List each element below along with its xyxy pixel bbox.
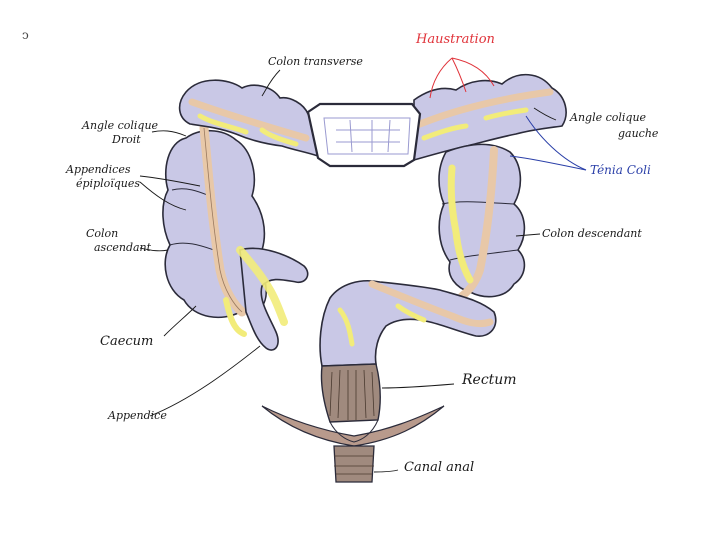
label-haustration: Haustration	[416, 32, 495, 47]
caecum	[223, 246, 309, 351]
colon-descendant	[438, 143, 526, 300]
label-colon-ascendant-2: ascendant	[94, 241, 152, 254]
leader-lines	[139, 69, 557, 473]
label-angle-colique-droit-2: Droit	[112, 133, 141, 146]
label-colon-descendant: Colon descendant	[542, 227, 642, 240]
label-caecum: Caecum	[100, 334, 154, 349]
haustration-leaders	[429, 57, 495, 99]
label-appendices-epiploiques-1: Appendices	[66, 163, 131, 176]
label-colon-ascendant-1: Colon	[86, 227, 119, 240]
label-canal-anal: Canal anal	[404, 460, 475, 475]
rectum	[261, 363, 445, 447]
label-colon-transverse: Colon transverse	[268, 55, 363, 68]
corner-mark: ↄ	[22, 28, 29, 42]
colon-sigmoide	[319, 280, 497, 367]
label-angle-colique-gauche-1: Angle colique	[570, 111, 647, 124]
label-tenia-coli: Ténia Coli	[590, 163, 651, 177]
label-appendice: Appendice	[108, 409, 167, 422]
colon-transverse	[178, 73, 567, 168]
canal-anal	[333, 445, 375, 483]
label-rectum: Rectum	[462, 372, 517, 388]
label-angle-colique-gauche-2: gauche	[618, 127, 659, 140]
tenia-coli-leaders	[509, 115, 587, 171]
colon-ascendant	[162, 123, 267, 319]
label-appendices-epiploiques-2: épiploïques	[76, 177, 141, 190]
label-angle-colique-droit-1: Angle colique	[82, 119, 159, 132]
